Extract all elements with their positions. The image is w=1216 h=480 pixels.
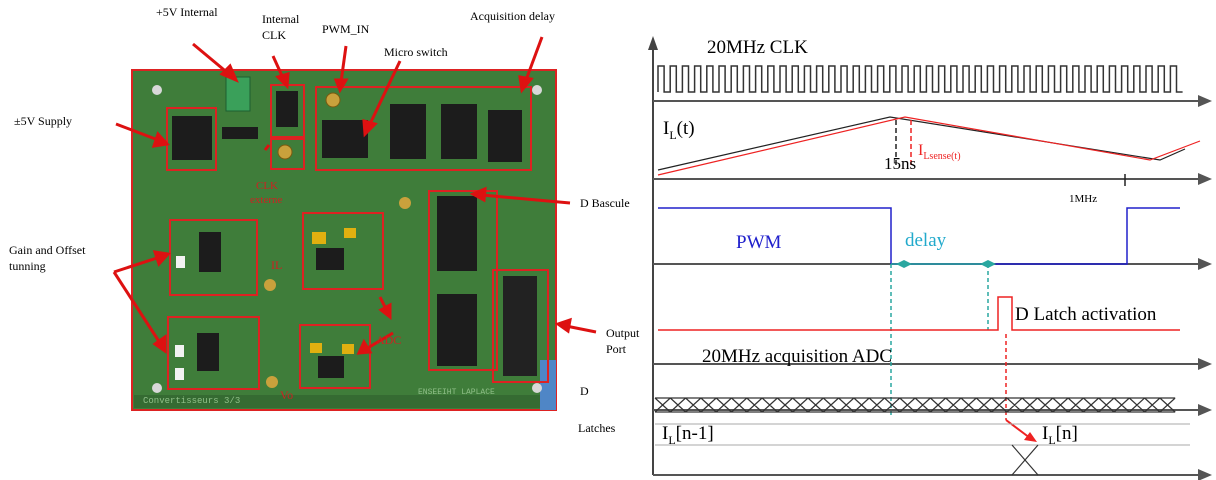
label-20mhz-acquisition-adc: 20MHz acquisition ADC xyxy=(702,346,892,368)
label-pwm: PWM xyxy=(736,232,781,254)
label-il-t: IL(t) xyxy=(663,118,695,143)
label-15ns: 15ns xyxy=(884,154,916,174)
label-1mhz: 1MHz xyxy=(1069,193,1097,205)
label-il-n-minus-1: IL[n-1] xyxy=(662,423,714,448)
label-il-n: IL[n] xyxy=(1042,423,1078,448)
label-delay: delay xyxy=(905,230,946,252)
label-20mhz-clk: 20MHz CLK xyxy=(707,37,808,59)
clk-waveform xyxy=(658,66,1183,92)
label-ilsense: ILsense(t) xyxy=(918,142,961,162)
label-d-latch-activation: D Latch activation xyxy=(1015,304,1156,326)
